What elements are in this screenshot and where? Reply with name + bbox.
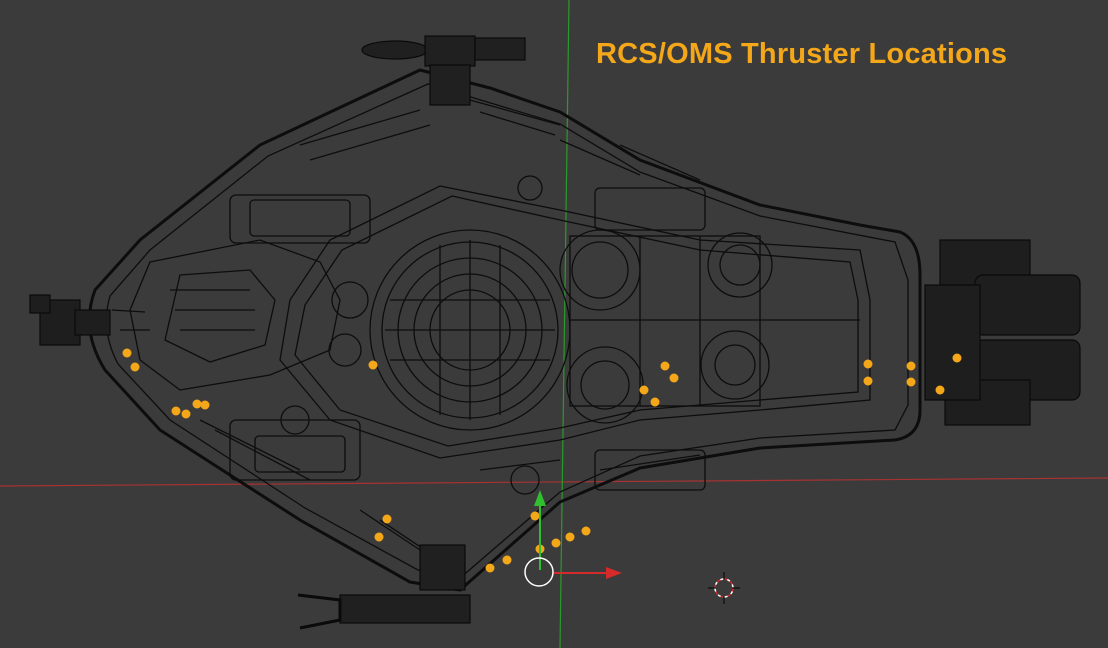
top-engine-assembly[interactable] <box>361 35 526 106</box>
thruster-marker <box>906 361 916 371</box>
thruster-marker <box>368 360 378 370</box>
thruster-marker <box>863 359 873 369</box>
thruster-marker <box>581 526 591 536</box>
3d-cursor-icon[interactable] <box>708 572 740 604</box>
bottom-engine-assembly[interactable] <box>297 544 471 630</box>
front-probe-assembly[interactable] <box>29 294 111 346</box>
thruster-marker <box>660 361 670 371</box>
thruster-marker <box>639 385 649 395</box>
viewport-title: RCS/OMS Thruster Locations <box>596 38 1008 70</box>
thruster-marker <box>181 409 191 419</box>
thruster-marker <box>374 532 384 542</box>
thruster-marker <box>565 532 575 542</box>
thruster-marker <box>669 373 679 383</box>
transform-gizmo-icon[interactable] <box>524 490 622 587</box>
thruster-marker <box>502 555 512 565</box>
thruster-marker <box>952 353 962 363</box>
thruster-marker <box>200 400 210 410</box>
spacecraft-wireframe[interactable] <box>87 68 922 592</box>
thruster-marker <box>551 538 561 548</box>
rear-engine-assembly[interactable] <box>924 239 1081 426</box>
thruster-marker <box>530 511 540 521</box>
thruster-marker <box>906 377 916 387</box>
y-axis-line <box>559 0 570 648</box>
thruster-marker <box>122 348 132 358</box>
thruster-markers <box>122 348 962 573</box>
thruster-marker <box>171 406 181 416</box>
x-axis-line <box>0 477 1108 487</box>
thruster-marker <box>935 385 945 395</box>
thruster-marker <box>485 563 495 573</box>
thruster-marker <box>130 362 140 372</box>
thruster-marker <box>192 399 202 409</box>
thruster-marker <box>382 514 392 524</box>
thruster-marker <box>650 397 660 407</box>
thruster-marker <box>863 376 873 386</box>
